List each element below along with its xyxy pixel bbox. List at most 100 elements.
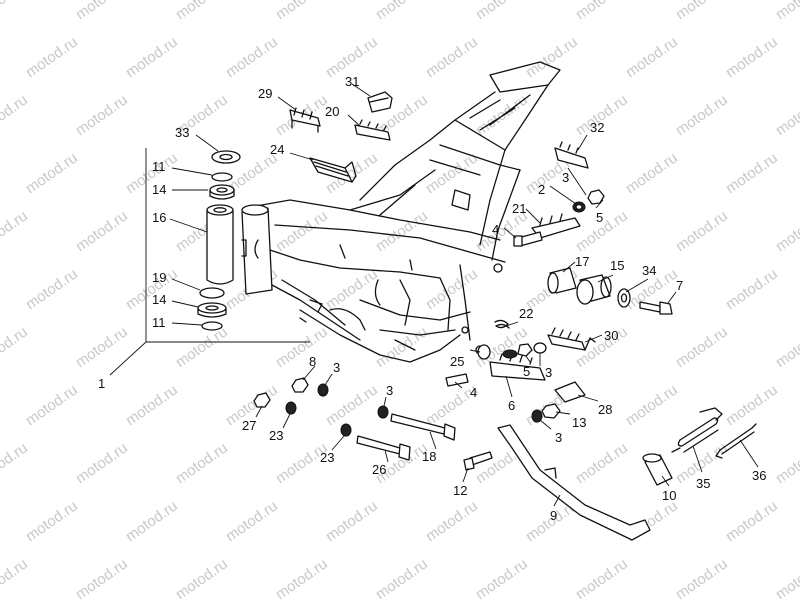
callout-15: 15 bbox=[610, 258, 624, 273]
callout-23-center: 23 bbox=[320, 450, 334, 465]
watermark-text: motod.ru bbox=[773, 439, 800, 487]
watermark-text: motod.ru bbox=[723, 497, 781, 545]
callout-26: 26 bbox=[372, 462, 386, 477]
watermark-text: motod.ru bbox=[773, 323, 800, 371]
callout-7: 7 bbox=[676, 278, 683, 293]
watermark-text: motod.ru bbox=[323, 381, 381, 429]
callout-36: 36 bbox=[752, 468, 766, 483]
watermark-text: motod.ru bbox=[73, 91, 131, 139]
watermark-text: motod.ru bbox=[623, 149, 681, 197]
watermark-text: motod.ru bbox=[473, 555, 531, 600]
watermark-text: motod.ru bbox=[323, 265, 381, 313]
callout-29: 29 bbox=[258, 86, 272, 101]
watermark-text: motod.ru bbox=[573, 0, 631, 23]
watermark-text: motod.ru bbox=[673, 207, 731, 255]
callout-3-right: 3 bbox=[545, 365, 552, 380]
watermark-text: motod.ru bbox=[673, 0, 731, 23]
watermark-text: motod.ru bbox=[423, 265, 481, 313]
watermark-text: motod.ru bbox=[123, 33, 181, 81]
watermark-text: motod.ru bbox=[23, 149, 81, 197]
watermark-text: motod.ru bbox=[773, 91, 800, 139]
watermark-text: motod.ru bbox=[173, 0, 231, 23]
watermark-text: motod.ru bbox=[0, 207, 31, 255]
watermark-text: motod.ru bbox=[73, 207, 131, 255]
watermark-text: motod.ru bbox=[0, 555, 31, 600]
watermark-text: motod.ru bbox=[373, 0, 431, 23]
callout-24: 24 bbox=[270, 142, 284, 157]
callout-9: 9 bbox=[550, 508, 557, 523]
callout-14-bottom: 14 bbox=[152, 292, 166, 307]
callout-21: 21 bbox=[512, 201, 526, 216]
callout-12: 12 bbox=[453, 483, 467, 498]
watermark-text: motod.ru bbox=[0, 439, 31, 487]
callout-3-upper: 3 bbox=[562, 170, 569, 185]
ring-11-top bbox=[211, 172, 233, 182]
watermark-text: motod.ru bbox=[723, 381, 781, 429]
watermark-text: motod.ru bbox=[0, 0, 31, 23]
callout-6: 6 bbox=[508, 398, 515, 413]
watermark-text: motod.ru bbox=[523, 33, 581, 81]
watermark-text: motod.ru bbox=[123, 381, 181, 429]
watermark-text: motod.ru bbox=[423, 33, 481, 81]
steering-tube-16 bbox=[206, 210, 234, 285]
watermark-text: motod.ru bbox=[773, 0, 800, 23]
leader-lines bbox=[169, 83, 759, 507]
watermark-text: motod.ru bbox=[23, 265, 81, 313]
watermark-text: motod.ru bbox=[173, 323, 231, 371]
callout-5-lower: 5 bbox=[523, 364, 530, 379]
callout-11-top: 11 bbox=[152, 159, 166, 174]
callout-2: 2 bbox=[538, 182, 545, 197]
callout-16: 16 bbox=[152, 210, 166, 225]
callout-27: 27 bbox=[242, 418, 256, 433]
side-stand-assembly bbox=[497, 407, 757, 541]
watermark-text: motod.ru bbox=[773, 207, 800, 255]
footpeg-parts-top bbox=[289, 91, 589, 183]
watermark-text: motod.ru bbox=[473, 0, 531, 23]
watermark-text: motod.ru bbox=[673, 323, 731, 371]
watermark-text: motod.ru bbox=[73, 555, 131, 600]
callout-28: 28 bbox=[598, 402, 612, 417]
watermark-text: motod.ru bbox=[623, 33, 681, 81]
callout-33: 33 bbox=[175, 125, 189, 140]
watermark-text: motod.ru bbox=[223, 33, 281, 81]
watermark-text: motod.ru bbox=[473, 91, 531, 139]
callout-34: 34 bbox=[642, 263, 656, 278]
watermark-text: motod.ru bbox=[573, 439, 631, 487]
watermark-text: motod.ru bbox=[0, 323, 31, 371]
watermark-text: motod.ru bbox=[73, 0, 131, 23]
watermark-text: motod.ru bbox=[273, 323, 331, 371]
callout-4-upper: 4 bbox=[492, 222, 499, 237]
watermark-text: motod.ru bbox=[123, 497, 181, 545]
callout-4-lower: 4 bbox=[470, 385, 477, 400]
callout-13: 13 bbox=[572, 415, 586, 430]
watermark-text: motod.ru bbox=[673, 555, 731, 600]
callout-3-left: 3 bbox=[333, 360, 340, 375]
callout-1: 1 bbox=[98, 376, 105, 391]
callout-19: 19 bbox=[152, 270, 166, 285]
callout-3-lower-right: 3 bbox=[555, 430, 562, 445]
callout-11-bottom: 11 bbox=[152, 315, 166, 330]
watermark-text: motod.ru bbox=[673, 91, 731, 139]
callout-32: 32 bbox=[590, 120, 604, 135]
watermark-text: motod.ru bbox=[173, 439, 231, 487]
watermark-text: motod.ru bbox=[273, 0, 331, 23]
callout-23-left: 23 bbox=[269, 428, 283, 443]
callout-labels: 31 29 20 24 33 11 14 16 19 14 11 1 32 3 … bbox=[98, 74, 766, 523]
watermark-text: motod.ru bbox=[723, 265, 781, 313]
watermark-text: motod.ru bbox=[323, 497, 381, 545]
callout-20: 20 bbox=[325, 104, 339, 119]
watermark-text: motod.ru bbox=[273, 207, 331, 255]
callout-22: 22 bbox=[519, 306, 533, 321]
callout-5-upper: 5 bbox=[596, 210, 603, 225]
callout-35: 35 bbox=[696, 476, 710, 491]
watermark-text: motod.ru bbox=[23, 33, 81, 81]
watermark-text: motod.ru bbox=[0, 91, 31, 139]
watermark-text: motod.ru bbox=[373, 555, 431, 600]
watermark-text: motod.ru bbox=[273, 555, 331, 600]
right-side-hardware bbox=[445, 189, 673, 423]
watermark-text: motod.ru bbox=[723, 33, 781, 81]
callout-31: 31 bbox=[345, 74, 359, 89]
washer-33 bbox=[211, 150, 241, 164]
